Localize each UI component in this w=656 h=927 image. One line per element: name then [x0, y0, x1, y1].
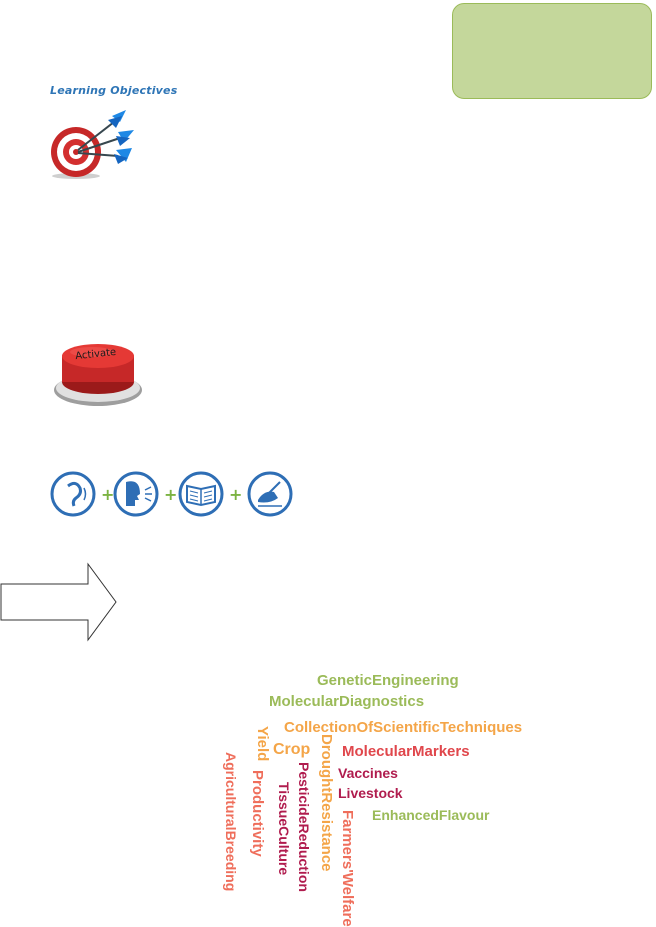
speaking-head-icon: [113, 471, 159, 517]
word-crop: Crop: [273, 741, 311, 758]
word-yield: Yield: [254, 726, 271, 762]
word-tissue-culture: TissueCulture: [276, 782, 292, 876]
word-enhanced-flavour: EnhancedFlavour: [372, 807, 490, 823]
right-arrow-icon: [0, 562, 117, 642]
target-with-darts-icon: [51, 110, 134, 179]
word-genetic-engineering: GeneticEngineering: [317, 672, 459, 689]
word-vaccines: Vaccines: [338, 765, 398, 781]
activate-button-icon: Activate: [54, 344, 142, 406]
word-molecular-diagnostics: MolecularDiagnostics: [269, 693, 425, 710]
word-drought-resistance: DroughtResistance: [318, 734, 335, 872]
word-molecular-markers: MolecularMarkers: [342, 743, 470, 760]
svg-text:+: +: [229, 485, 242, 504]
skills-row: + + +: [50, 471, 293, 517]
word-farmers-welfare: Farmers'Welfare: [339, 810, 356, 927]
green-note-box: [452, 3, 652, 99]
svg-text:+: +: [164, 485, 177, 504]
word-pesticide-reduction: PesticideReduction: [296, 762, 312, 892]
word-agricultural-breeding: AgriculturalBreeding: [223, 752, 239, 892]
reading-book-icon: [178, 471, 224, 517]
word-livestock: Livestock: [338, 785, 403, 801]
learning-objectives-title: Learning Objectives: [50, 84, 178, 97]
listening-ear-icon: [50, 471, 96, 517]
activate-label: Activate: [75, 347, 117, 362]
word-productivity: Productivity: [249, 770, 266, 857]
svg-text:+: +: [101, 485, 114, 504]
writing-hand-icon: [247, 471, 293, 517]
word-collection-of-scientific-techniques: CollectionOfScientificTechniques: [284, 719, 523, 736]
